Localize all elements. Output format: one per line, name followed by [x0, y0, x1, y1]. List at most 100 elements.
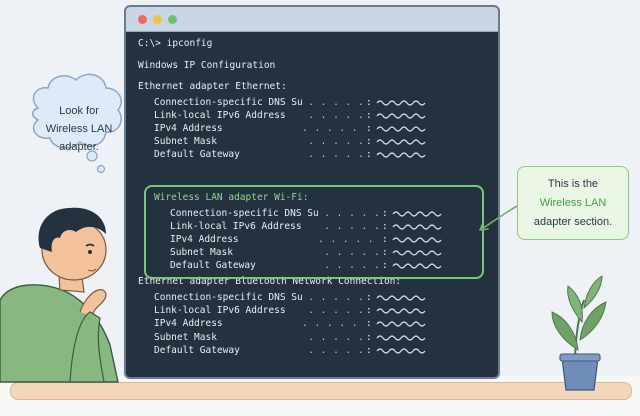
row-colon: :: [366, 96, 372, 108]
row-label: Default Gateway: [170, 260, 256, 272]
squiggle-value-icon: [376, 99, 426, 106]
row-label: Subnet Mask: [170, 247, 233, 259]
row-label: IPv4 Address: [154, 318, 223, 330]
table-row: Subnet Mask . . . . . . . . . . .:: [138, 331, 488, 344]
section-title: Ethernet adapter Ethernet:: [138, 81, 287, 92]
row-label: Connection-specific DNS Suffix: [170, 207, 318, 219]
thought-bubble: Look for Wireless LAN adapter.: [34, 88, 124, 168]
table-row: Link-local IPv6 Address . . . . .:: [138, 304, 488, 317]
thought-bubble-icon: [32, 73, 122, 174]
squiggle-value-icon: [392, 250, 442, 256]
row-colon: :: [366, 109, 372, 121]
minimize-dot-icon[interactable]: [153, 14, 162, 24]
row-colon: :: [366, 291, 372, 303]
row-dots: . . . . . . . . . . .: [308, 136, 365, 148]
thought-line-1: Look for: [59, 105, 99, 117]
section-title-wifi: Wireless LAN adapter Wi-Fi:: [154, 192, 309, 203]
row-colon: :: [382, 247, 388, 259]
table-row: Default Gateway . . . . . . . . .:: [154, 259, 476, 272]
squiggle-value-icon: [392, 237, 442, 243]
console-output: C:\> ipconfig Windows IP Configuration E…: [138, 37, 488, 367]
table-row: Connection-specific DNS Suffix . . . . .…: [154, 207, 476, 220]
table-row: IPv4 Address . . . . . . . . . . .:: [138, 317, 488, 330]
table-row: Subnet Mask . . . . . . . . . . .:: [154, 246, 476, 259]
section-ethernet: Ethernet adapter Ethernet: Connection-sp…: [138, 80, 488, 161]
table-row: Connection-specific DNS Suffix . . . . .…: [138, 291, 488, 304]
row-colon: :: [366, 331, 372, 343]
row-dots: . . . . . . . . .: [308, 149, 365, 161]
terminal-titlebar[interactable]: [126, 7, 498, 32]
row-dots: . . . . . . . . . . .: [318, 233, 382, 245]
row-dots: . . . . . . . . . . .: [324, 247, 381, 259]
section-title: Ethernet adapter Bluetooth Network Conne…: [138, 276, 402, 288]
row-dots: . . . . . . . . .: [308, 344, 365, 356]
row-dots: . . . . .: [318, 220, 381, 232]
row-label: IPv4 Address: [154, 122, 223, 134]
maximize-dot-icon[interactable]: [168, 14, 177, 24]
person-illustration: [0, 207, 119, 383]
squiggle-value-icon: [376, 348, 426, 354]
table-row: IPv4 Address . . . . . . . . . . .:: [154, 233, 476, 246]
row-colon: :: [382, 233, 388, 245]
callout-line-3: adapter section.: [533, 216, 613, 228]
row-label: Connection-specific DNS Suffix: [154, 96, 302, 108]
row-dots: . . . . .: [302, 305, 365, 317]
desk-edge: [10, 382, 632, 400]
table-row: Link-local IPv6 Address . . . . .:: [138, 109, 488, 122]
row-dots: . . . . . . . . . . .: [308, 331, 365, 343]
table-row: IPv4 Address. . . . . . . . . . .:: [138, 122, 488, 135]
ip-config-header: Windows IP Configuration: [138, 59, 276, 71]
squiggle-value-icon: [376, 152, 426, 158]
row-colon: :: [366, 305, 372, 317]
row-colon: :: [366, 136, 372, 148]
squiggle-value-icon: [376, 139, 426, 145]
thought-line-2: Wireless LAN: [45, 123, 113, 135]
terminal-window[interactable]: C:\> ipconfig Windows IP Configuration E…: [124, 5, 500, 379]
row-colon: :: [382, 220, 388, 232]
row-colon: :: [366, 318, 372, 330]
thought-bubble-text: Look for Wireless LAN adapter.: [34, 102, 124, 156]
row-label: Default Gateway: [154, 344, 240, 356]
row-colon: :: [382, 207, 388, 219]
row-colon: :: [366, 344, 372, 356]
squiggle-value-icon: [376, 113, 426, 119]
arrow-icon: [479, 205, 518, 231]
table-row: Connection-specific DNS Suffix . . . . .…: [138, 96, 488, 109]
row-dots: . . . . .: [318, 207, 381, 219]
row-label: Default Gateway: [154, 149, 240, 161]
thought-line-3: adapter.: [59, 141, 99, 153]
row-label: Link-local IPv6 Address: [154, 305, 286, 317]
section-bluetooth: Ethernet adapter Bluetooth Network Conne…: [138, 275, 488, 356]
plant-icon: [551, 275, 607, 391]
squiggle-value-icon: [392, 263, 442, 269]
row-label: Subnet Mask: [154, 136, 217, 148]
row-colon: :: [366, 149, 372, 161]
row-label: IPv4 Address: [170, 233, 239, 245]
callout-line-1: This is the: [547, 178, 599, 190]
row-label: Subnet Mask: [154, 331, 217, 343]
row-dots: . . . . .: [302, 291, 365, 303]
row-label: Connection-specific DNS Suffix: [154, 291, 302, 303]
squiggle-value-icon: [376, 126, 426, 132]
table-row: Link-local IPv6 Address . . . . .:: [154, 220, 476, 233]
table-row: Default Gateway . . . . . . . . .:: [138, 344, 488, 357]
row-dots: . . . . .: [302, 96, 365, 108]
row-label: Link-local IPv6 Address: [154, 109, 286, 121]
callout-line-2: Wireless LAN: [539, 197, 607, 209]
row-dots: . . . . .: [302, 109, 365, 121]
row-dots: . . . . . . . . . . .: [302, 318, 366, 330]
squiggle-value-icon: [376, 295, 426, 301]
prompt-line: C:\> ipconfig: [138, 38, 213, 49]
squiggle-value-icon: [392, 224, 442, 230]
close-dot-icon[interactable]: [138, 14, 147, 24]
squiggle-value-icon: [376, 308, 426, 314]
table-row: Subnet Mask . . . . . . . . . . .:: [138, 135, 488, 148]
row-dots: . . . . . . . . .: [324, 260, 381, 272]
table-row: Default Gateway . . . . . . . . .:: [138, 148, 488, 161]
wifi-callout: This is the Wireless LAN adapter section…: [517, 166, 629, 240]
squiggle-value-icon: [376, 334, 426, 341]
squiggle-value-icon: [392, 210, 442, 217]
row-colon: :: [382, 260, 388, 272]
wifi-adapter-highlight: Wireless LAN adapter Wi-Fi: Connection-s…: [144, 185, 484, 279]
